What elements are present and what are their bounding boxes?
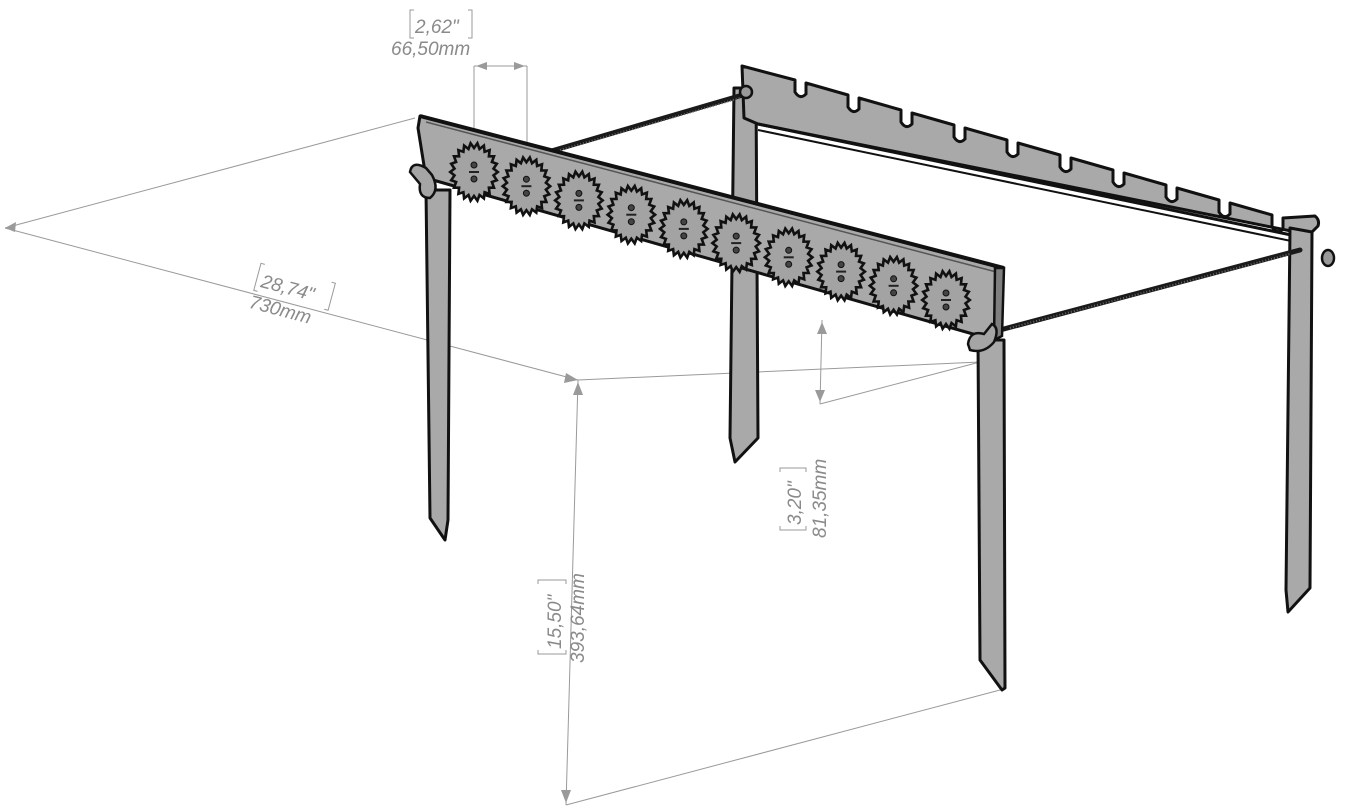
dim-height-mm: 393,64mm <box>568 573 589 663</box>
tension-rods <box>545 84 1336 333</box>
sprocket-hole <box>732 246 740 254</box>
sprocket-hole <box>575 189 583 197</box>
sprocket-hole <box>785 246 793 254</box>
sprocket-hole <box>627 218 635 226</box>
sprocket-hole <box>837 261 845 269</box>
sprocket <box>605 183 658 247</box>
sprocket <box>762 225 815 289</box>
sprocket-hole <box>890 289 898 297</box>
rear-slotted-panel <box>740 64 1321 243</box>
sprocket-hole <box>837 275 845 283</box>
sprocket-hole <box>680 232 688 240</box>
sprocket-hole <box>942 289 950 297</box>
sprocket-hole <box>470 175 478 183</box>
sprocket-row <box>448 140 972 332</box>
wing-nut-left <box>408 163 437 200</box>
sprocket-hole <box>942 303 950 311</box>
sprocket <box>815 240 867 304</box>
dim-height-inch: 15,50" <box>545 593 566 649</box>
sprocket-hole <box>890 275 898 283</box>
sprocket-hole <box>680 218 688 226</box>
dim-length: 28,74" 730mm <box>247 262 336 329</box>
sprocket <box>710 211 763 275</box>
rear-leg-left <box>728 86 760 464</box>
sprocket-hole <box>522 175 530 183</box>
dim-panel-height-mm: 81,35mm <box>810 459 831 538</box>
dim-sprocket-spacing-mm: 66,50mm <box>391 39 470 60</box>
dim-sprocket-spacing-inch: 2,62" <box>414 17 460 38</box>
sprocket-hole <box>470 161 478 169</box>
dim-panel-height: 3,20" 81,35mm <box>779 459 831 538</box>
sprocket-hole <box>785 260 793 268</box>
sprocket-hole <box>627 204 635 212</box>
sprocket <box>657 197 710 261</box>
sprocket-hole <box>575 203 583 211</box>
sprocket-hole <box>732 232 740 240</box>
sprocket <box>500 154 553 218</box>
rear-leg-right <box>1284 226 1314 614</box>
front-leg-left <box>424 188 452 542</box>
sprocket <box>920 268 972 332</box>
sprocket-hole <box>522 189 530 197</box>
dimension-lines <box>4 62 1001 806</box>
sprocket <box>448 140 500 204</box>
wing-nut-right <box>966 322 998 353</box>
dim-panel-height-inch: 3,20" <box>785 480 806 525</box>
sprocket <box>553 168 605 232</box>
dim-height: 15,50" 393,64mm <box>537 573 589 663</box>
front-leg-right <box>976 338 1007 692</box>
dim-sprocket-spacing: 2,62" 66,50mm <box>391 9 473 60</box>
sprocket <box>867 254 920 318</box>
